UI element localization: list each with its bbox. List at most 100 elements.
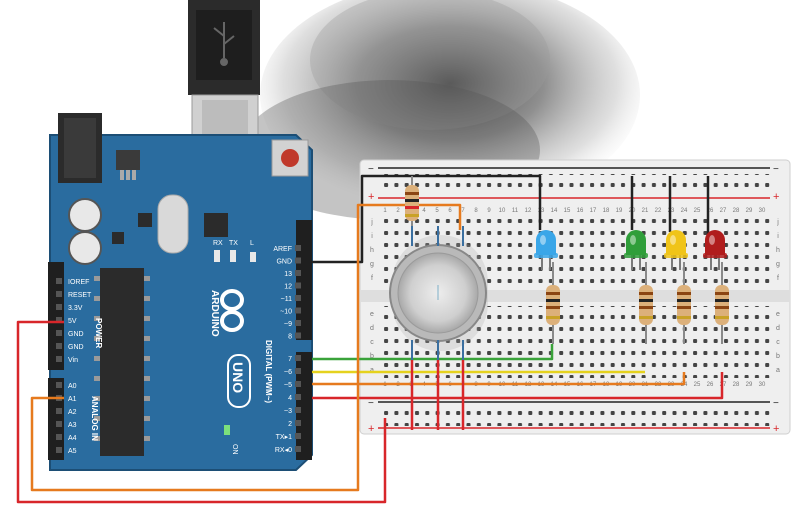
row-letter-right: h xyxy=(776,247,780,254)
row-letter-right: c xyxy=(776,339,780,346)
row-letter-right: i xyxy=(777,233,779,240)
uno-badge: UNO xyxy=(227,354,251,408)
col-number-top: 24 xyxy=(681,208,688,214)
digital-pin-top-2: 13 xyxy=(284,271,292,278)
col-number-top: 26 xyxy=(707,208,714,214)
col-number-top: 7 xyxy=(461,208,465,214)
resistor-1 xyxy=(546,262,560,344)
analog-pin-4: A4 xyxy=(68,435,77,442)
row-letter-left: h xyxy=(370,247,374,254)
rail-minus-bl: − xyxy=(368,398,374,409)
digital-pin-top-4: ~11 xyxy=(281,296,292,303)
led-blue xyxy=(534,230,558,270)
resistor-4 xyxy=(715,262,729,344)
smoke-cloud xyxy=(240,0,640,220)
power-pin-5: GND xyxy=(68,344,84,351)
reset-button[interactable] xyxy=(271,139,309,177)
power-rail-bottom xyxy=(380,406,770,426)
row-letter-left: f xyxy=(371,275,373,282)
col-number-top: 2 xyxy=(396,208,400,214)
digital-title: DIGITAL (PWM~) xyxy=(264,340,273,403)
row-letter-left: e xyxy=(370,311,374,318)
col-number-top: 29 xyxy=(746,208,753,214)
resistor-2 xyxy=(639,262,653,344)
col-number-top: 9 xyxy=(487,208,491,214)
atmega-chip xyxy=(100,268,144,456)
rail-plus-br: + xyxy=(773,423,779,435)
rail-plus-tl: + xyxy=(368,191,374,203)
arduino-logo-icon xyxy=(220,289,244,332)
wire-a1-orange xyxy=(30,203,462,492)
power-rail-top xyxy=(380,174,770,194)
col-number-top: 27 xyxy=(720,208,727,214)
col-number-top: 13 xyxy=(538,208,545,214)
col-number-top: 28 xyxy=(733,208,740,214)
col-number-top: 5 xyxy=(435,208,439,214)
col-number-top: 23 xyxy=(668,208,675,214)
row-letter-right: d xyxy=(776,325,780,332)
rx-label: RX xyxy=(213,240,223,247)
col-number-top: 4 xyxy=(422,208,426,214)
power-title: POWER xyxy=(94,318,103,348)
digital-pin-top-5: ~10 xyxy=(280,309,292,316)
digital-pin-bottom-2: ~5 xyxy=(284,382,292,389)
wires xyxy=(16,174,724,504)
digital-pin-bottom-7: RX◂0 xyxy=(275,447,292,454)
usb-icon xyxy=(213,22,235,66)
analog-pin-1: A1 xyxy=(68,396,77,403)
digital-pin-bottom-0: 7 xyxy=(288,356,292,363)
col-number-bottom: 29 xyxy=(746,382,753,388)
col-number-top: 22 xyxy=(655,208,662,214)
digital-pin-top-1: GND xyxy=(276,259,292,266)
col-number-top: 15 xyxy=(564,208,571,214)
col-number-top: 14 xyxy=(551,208,558,214)
col-number-bottom: 26 xyxy=(707,382,714,388)
col-number-top: 1 xyxy=(383,208,387,214)
col-number-bottom: 28 xyxy=(733,382,740,388)
row-letter-right: g xyxy=(776,261,780,268)
col-number-top: 21 xyxy=(642,208,649,214)
digital-pin-bottom-6: TX▸1 xyxy=(276,434,292,441)
rail-plus-bl: + xyxy=(368,423,374,435)
col-number-top: 12 xyxy=(525,208,532,214)
power-pin-1: RESET xyxy=(68,292,92,299)
row-letter-left: c xyxy=(370,339,374,346)
col-number-top: 11 xyxy=(512,208,519,214)
digital-pin-top-7: 8 xyxy=(288,334,292,341)
analog-pin-5: A5 xyxy=(68,448,77,455)
digital-pin-bottom-4: ~3 xyxy=(284,408,292,415)
row-letter-left: b xyxy=(370,353,374,360)
on-led: ON xyxy=(224,425,238,455)
wire-d5-orange xyxy=(312,372,686,386)
led-yellow xyxy=(664,230,688,270)
wire-d7-green xyxy=(312,344,554,361)
power-pin-2: 3.3V xyxy=(68,305,83,312)
col-number-bottom: 25 xyxy=(694,382,701,388)
row-letter-left: g xyxy=(370,261,374,268)
rail-minus-br: − xyxy=(773,398,779,409)
col-number-top: 8 xyxy=(474,208,478,214)
row-letter-left: i xyxy=(371,233,373,240)
led-green xyxy=(624,230,648,270)
led-red xyxy=(703,230,727,270)
row-letter-right: a xyxy=(776,367,780,374)
brand-label: ARDUINO xyxy=(209,290,220,337)
arduino-board: RX TX L ARDUINO UNO ON POWER ANALOG IN D… xyxy=(48,113,313,471)
digital-pin-bottom-1: ~6 xyxy=(284,369,292,376)
power-pin-0: IOREF xyxy=(68,279,89,286)
power-pin-6: Vin xyxy=(68,357,78,364)
digital-pin-top-6: ~9 xyxy=(284,321,292,328)
col-number-top: 18 xyxy=(603,208,610,214)
row-letter-right: j xyxy=(776,219,779,226)
col-number-top: 25 xyxy=(694,208,701,214)
col-number-top: 17 xyxy=(590,208,597,214)
row-letter-right: b xyxy=(776,353,780,360)
resistor-3 xyxy=(677,262,691,344)
power-pin-4: GND xyxy=(68,331,84,338)
col-number-top: 10 xyxy=(499,208,506,214)
row-letter-right: f xyxy=(777,275,779,282)
analog-pin-0: A0 xyxy=(68,383,77,390)
power-pin-3: 5V xyxy=(68,318,77,325)
digital-pin-top-3: 12 xyxy=(284,284,292,291)
